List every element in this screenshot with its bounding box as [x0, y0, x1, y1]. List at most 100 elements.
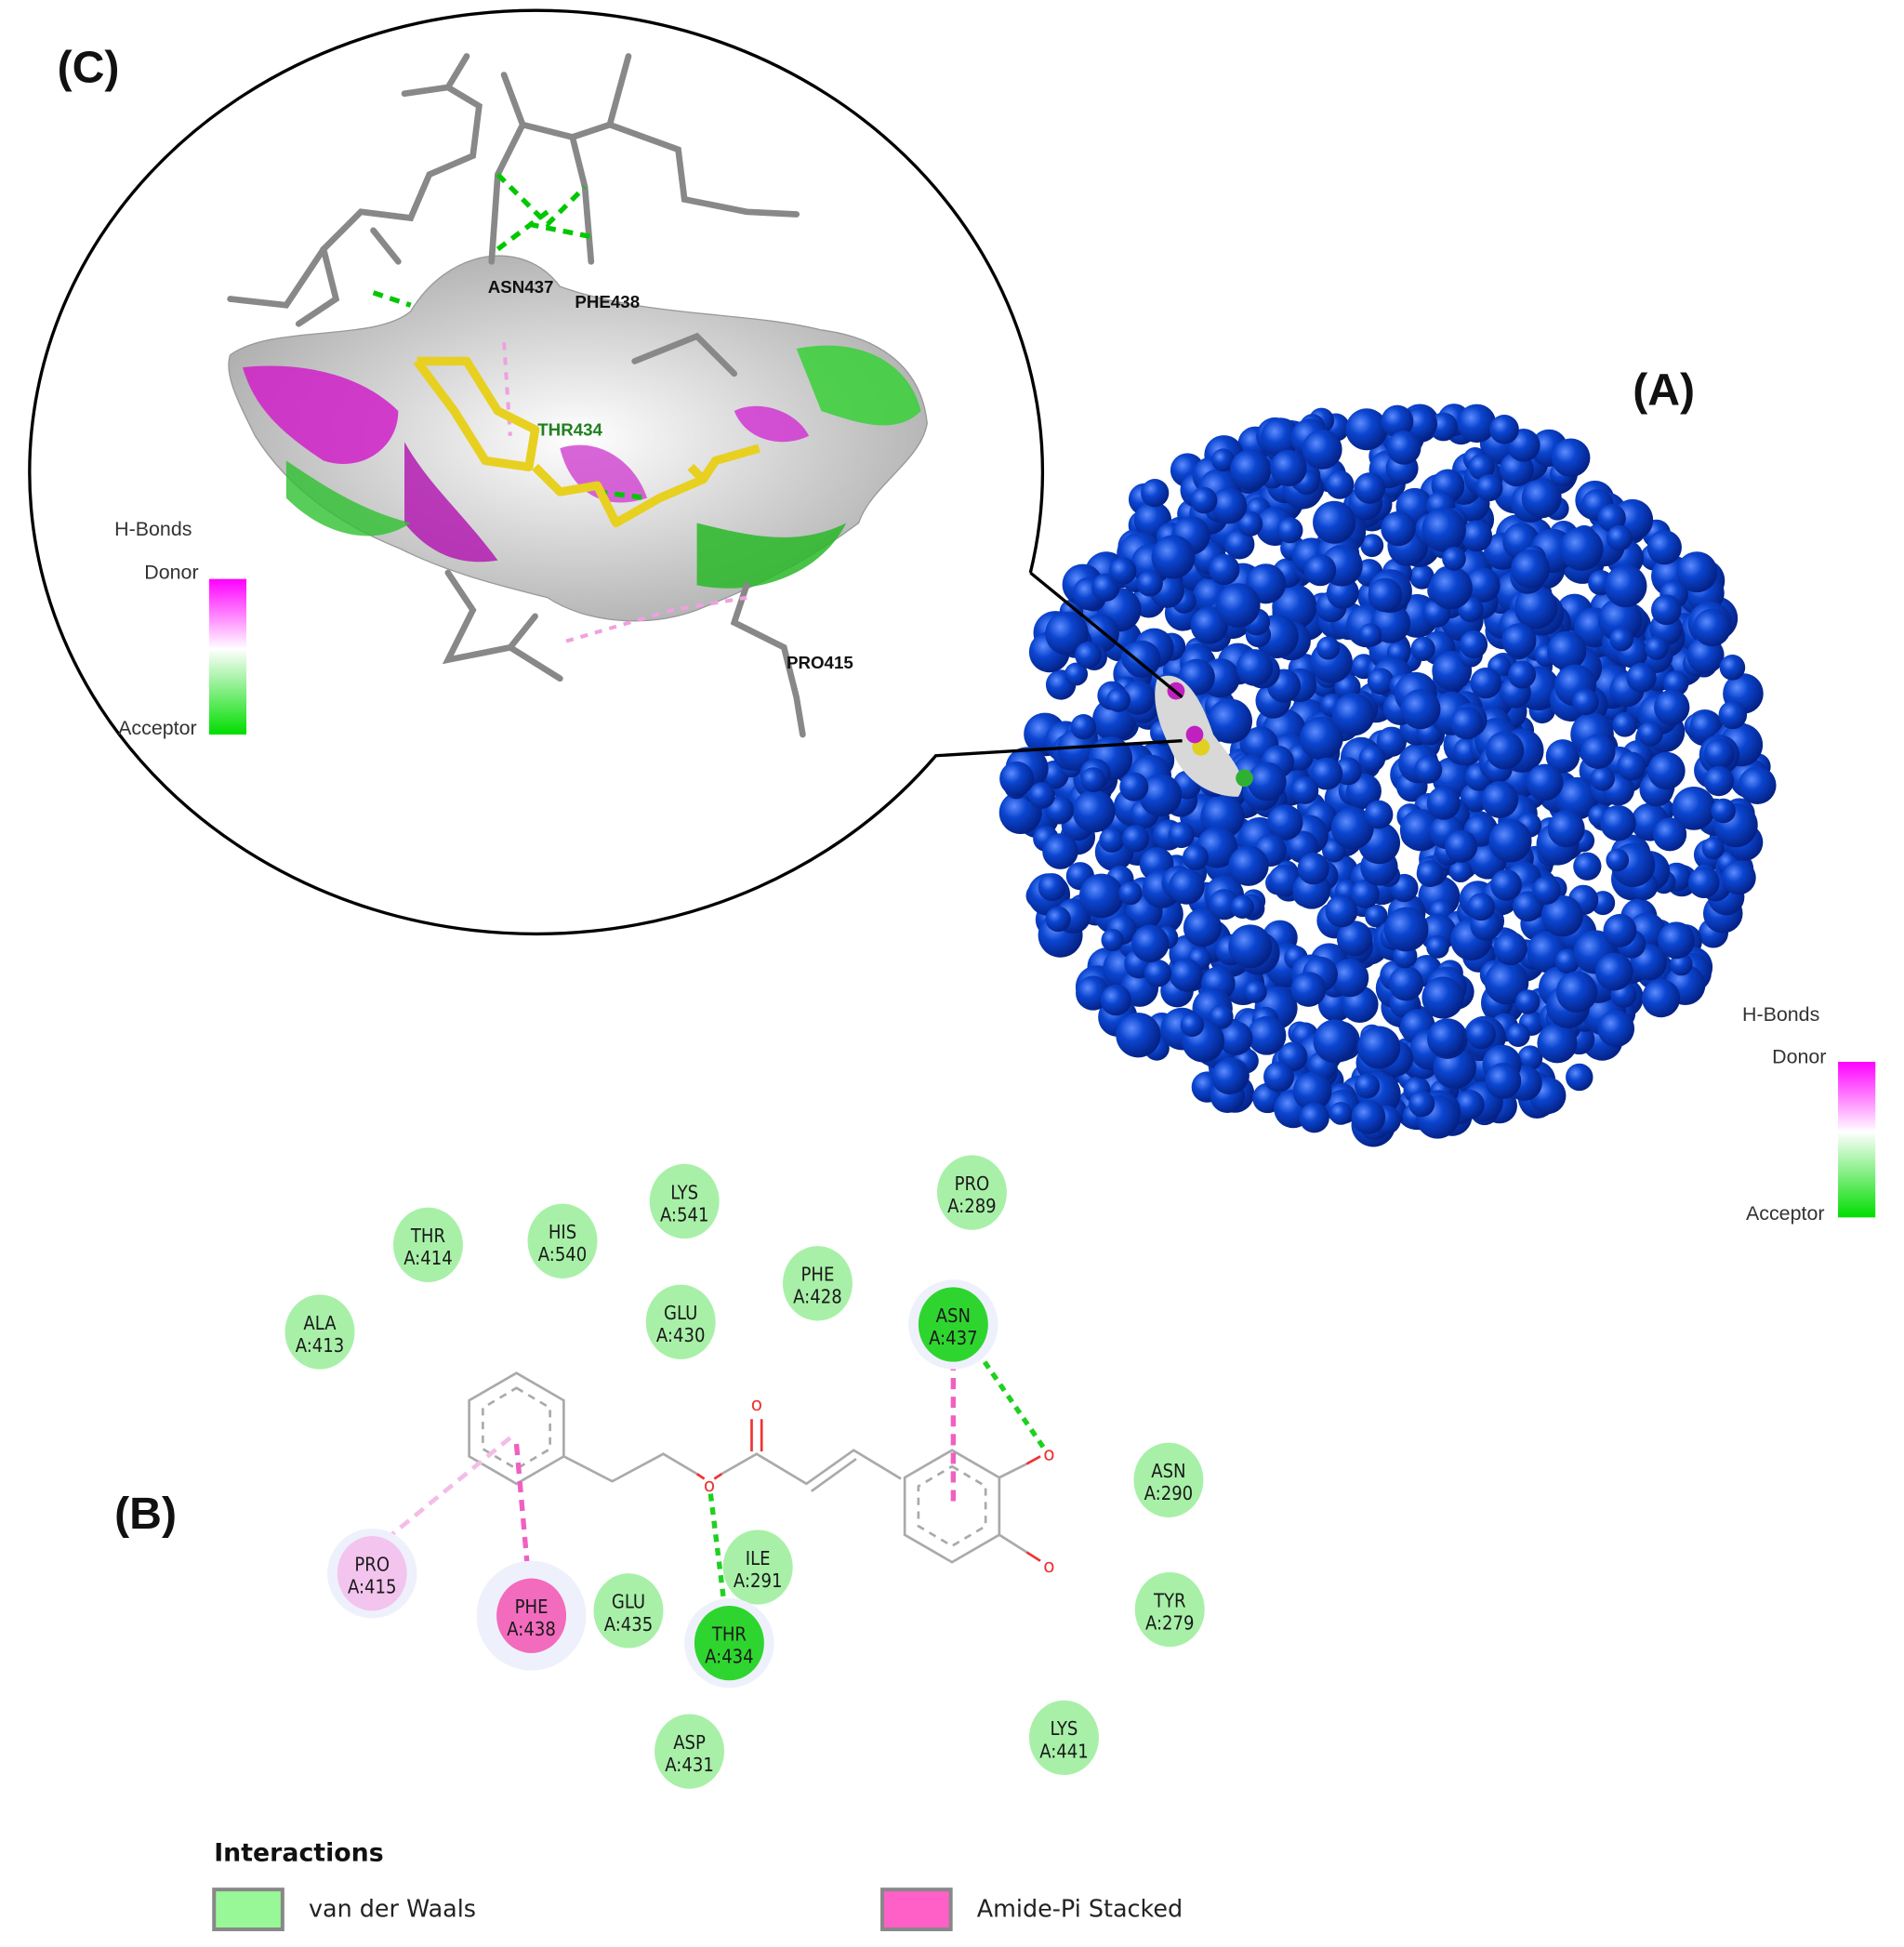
- atom-sphere: [1365, 904, 1388, 928]
- hbond-legend-acceptor: Acceptor: [1746, 1202, 1824, 1225]
- atom-sphere: [1302, 429, 1342, 470]
- atom-sphere: [1183, 844, 1209, 871]
- atom-sphere: [1722, 860, 1756, 895]
- atom-sphere: [1078, 873, 1124, 919]
- atom-sphere: [1388, 965, 1424, 1001]
- atom-sphere: [1693, 608, 1731, 647]
- atom-sphere: [1711, 798, 1736, 824]
- residue-name: PHE: [515, 1596, 549, 1618]
- atom-sphere: [1386, 430, 1421, 465]
- label-asn437: ASN437: [488, 277, 554, 297]
- label-thr434: THR434: [537, 420, 602, 440]
- residue-name: PHE: [800, 1264, 834, 1286]
- atom-sphere: [1511, 549, 1551, 589]
- atom-sphere: [1101, 928, 1124, 952]
- atom-sphere: [1210, 487, 1248, 524]
- atom-sphere: [1211, 1058, 1248, 1095]
- atom-sphere: [1116, 1013, 1161, 1058]
- residue-name: THR: [410, 1225, 446, 1247]
- atom-sphere: [1400, 689, 1441, 730]
- atom-sphere: [1532, 876, 1561, 905]
- residue-name: THR: [711, 1622, 747, 1645]
- atom-sphere: [1637, 721, 1663, 747]
- atom-sphere: [1488, 819, 1532, 863]
- atom-sphere: [1169, 868, 1205, 905]
- atom-sphere: [1506, 1023, 1530, 1047]
- atom-sphere: [1646, 530, 1682, 565]
- atom-sphere: [1180, 1013, 1205, 1038]
- atom-sphere: [1703, 765, 1735, 797]
- hbond-gradient-bar-c: [208, 578, 247, 735]
- residue-id: A:437: [929, 1327, 978, 1349]
- atom-sphere: [1325, 894, 1358, 928]
- atom-sphere: [1290, 972, 1327, 1007]
- residue-id: A:431: [665, 1754, 714, 1776]
- residue-id: A:441: [1039, 1740, 1089, 1762]
- zoom-callout-outline: [28, 8, 1183, 936]
- atom-sphere: [1313, 500, 1356, 544]
- interactions-legend: Interactions van der Waals Amide-Pi Stac…: [212, 1838, 1183, 1932]
- residue-id: A:540: [538, 1243, 588, 1265]
- atom-sphere: [1573, 852, 1602, 881]
- atom-sphere: [1367, 668, 1395, 695]
- ligand-2d-structure: oo oo: [468, 1371, 1055, 1577]
- residue-name: PRO: [354, 1554, 390, 1576]
- atom-sphere: [1381, 404, 1414, 438]
- atom-sphere: [1261, 417, 1301, 457]
- hbond-legend-donor-c: Donor: [144, 562, 198, 584]
- atom-sphere: [1514, 586, 1558, 629]
- atom-sphere: [1658, 921, 1695, 960]
- atom-sphere: [1445, 829, 1478, 863]
- atom-sphere: [1072, 789, 1116, 833]
- atom-sphere: [1603, 913, 1637, 947]
- atom-sphere: [1329, 1102, 1353, 1125]
- atom-sphere: [1408, 1091, 1435, 1118]
- residue-name: ASP: [673, 1731, 706, 1754]
- atom-sphere: [1590, 766, 1615, 791]
- atom-sphere: [1547, 630, 1587, 671]
- atom-sphere: [1368, 577, 1403, 613]
- atom-sphere: [1609, 627, 1633, 652]
- atom-sphere: [1350, 879, 1380, 908]
- atom-sphere: [1064, 662, 1089, 686]
- atom-sphere: [1099, 827, 1125, 853]
- svg-text:o: o: [1043, 1555, 1054, 1577]
- residue-disc: [496, 1578, 567, 1653]
- atom-sphere: [1119, 772, 1149, 801]
- atom-sphere: [1645, 636, 1669, 660]
- atom-sphere: [1247, 1015, 1287, 1055]
- panel-b-label: (B): [114, 1489, 177, 1539]
- atom-sphere: [1209, 553, 1240, 586]
- residue-id: A:430: [656, 1324, 706, 1346]
- atom-sphere: [1467, 893, 1496, 921]
- atom-sphere: [1276, 517, 1303, 544]
- residue-disc: [936, 1155, 1007, 1230]
- atom-sphere: [1038, 873, 1066, 902]
- atom-sphere: [1042, 833, 1078, 869]
- residue-id: A:290: [1144, 1482, 1194, 1504]
- residue-disc: [694, 1605, 764, 1681]
- residue-id: A:541: [660, 1203, 709, 1225]
- label-pro415: PRO415: [787, 653, 853, 672]
- atom-sphere: [1421, 507, 1466, 552]
- atom-sphere: [1468, 454, 1495, 481]
- atom-sphere: [1672, 786, 1716, 830]
- residue-nodes: THRA:414HISA:540LYSA:541PROA:289PHEA:428…: [284, 1155, 1205, 1789]
- atom-sphere: [1421, 976, 1464, 1019]
- atom-sphere: [1355, 1073, 1381, 1099]
- atom-sphere: [1485, 731, 1525, 770]
- atom-sphere: [1606, 848, 1630, 872]
- residue-name: ILE: [746, 1547, 771, 1570]
- residue-id: A:434: [705, 1646, 754, 1668]
- atom-sphere: [1224, 529, 1255, 560]
- atom-sphere: [1330, 806, 1374, 850]
- atom-sphere: [1118, 881, 1143, 906]
- atom-sphere: [1183, 907, 1223, 947]
- svg-text:o: o: [1043, 1442, 1054, 1464]
- atom-sphere: [1580, 734, 1616, 769]
